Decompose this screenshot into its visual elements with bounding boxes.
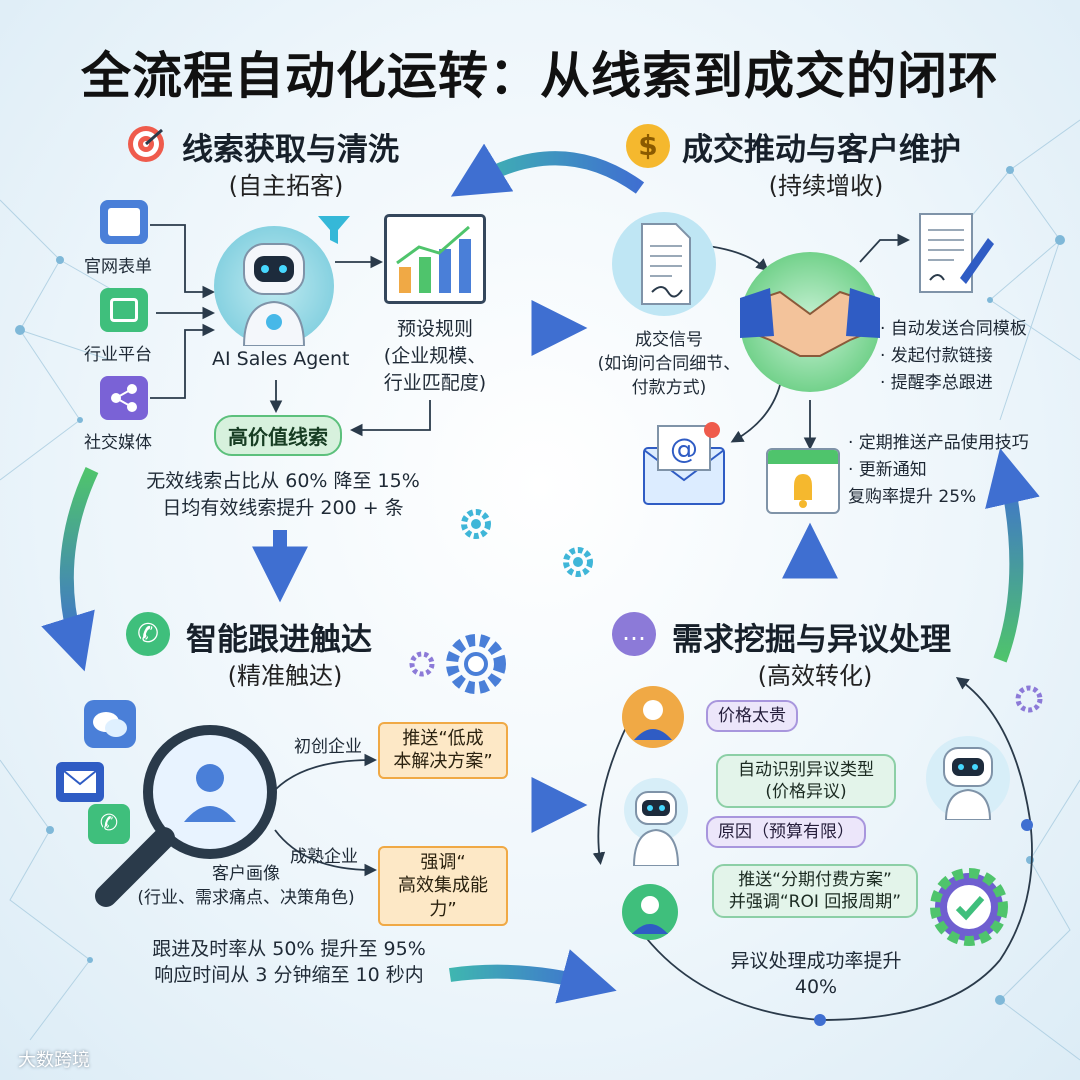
social-share-icon: [100, 376, 148, 420]
section1-title: 线索获取与清洗: [182, 132, 399, 168]
ai-agent-avatar: [214, 226, 334, 347]
section2-title: 成交推动与客户维护: [682, 132, 961, 168]
gear-icon: [461, 509, 491, 539]
profile-line: 客户画像: [212, 864, 280, 884]
section3-subtitle: (精准触达): [227, 662, 343, 690]
repurchase-stat: 复购率提升 25%: [848, 487, 977, 507]
wechat-icon: [84, 700, 136, 748]
solution-line: 并强调“ROI 回报周期”: [728, 892, 902, 913]
stat-line: 日均有效线索提升 200 + 条: [162, 497, 404, 519]
section1-subtitle: (自主拓客): [228, 172, 344, 200]
watermark: 大数跨境: [18, 1050, 90, 1071]
stat-line: 跟进及时率从 50% 提升至 95%: [152, 938, 426, 960]
action-line: 强调“: [420, 852, 466, 873]
target-icon: [128, 126, 164, 162]
svg-text:@: @: [670, 432, 698, 465]
maintenance-list: · 定期推送产品使用技巧 · 更新通知 复购率提升 25%: [848, 430, 1029, 511]
identify-objection-box: 自动识别异议类型 (价格异议): [716, 754, 896, 809]
top-return-arrow: [450, 143, 645, 197]
robot-icon: [242, 243, 306, 347]
section3-stats: 跟进及时率从 50% 提升至 95% 响应时间从 3 分钟缩至 10 秒内: [144, 936, 434, 988]
objection-bubble: 价格太贵: [706, 700, 798, 733]
gear-icon: [563, 547, 593, 577]
right-up-arrow-big: [985, 448, 1040, 663]
check-gear-icon: [930, 868, 1008, 946]
identify-line: (价格异议): [765, 782, 847, 803]
reason-bubble: 原因（预算有限）: [706, 816, 866, 849]
signal-line: 付款方式): [631, 378, 707, 398]
rules-chart-icon: [384, 214, 486, 304]
source-industry-platform: 行业平台: [84, 345, 152, 365]
action-line: 高效集成能力”: [398, 875, 488, 920]
chat-bubble-icon: …: [612, 612, 656, 656]
section3-title: 智能跟进触达: [186, 622, 372, 658]
calendar-bell-icon: [766, 448, 840, 514]
deal-action: · 发起付款链接: [880, 346, 993, 366]
magnifier-icon: [95, 725, 277, 907]
phone-icon: ✆: [126, 612, 170, 656]
signal-line: 成交信号: [635, 330, 703, 350]
deal-action: · 自动发送合同模板: [880, 319, 1027, 339]
maintenance-item: · 更新通知: [848, 460, 927, 480]
email-envelope-icon: @: [640, 420, 730, 510]
document-circle: [612, 212, 716, 316]
startup-action-box: 推送“低成 本解决方案”: [378, 722, 508, 779]
left-down-arrow: [41, 467, 99, 672]
gear-icon: [1015, 685, 1043, 713]
stat-line: 40%: [794, 976, 838, 998]
section4-title: 需求挖掘与异议处理: [672, 622, 951, 658]
handshake-icon: [740, 288, 880, 357]
mature-action-box: 强调“ 高效集成能力”: [378, 846, 508, 927]
robot-icon: [624, 778, 688, 867]
section1-stats: 无效线索占比从 60% 降至 15% 日均有效线索提升 200 + 条: [138, 468, 428, 522]
stat-line: 无效线索占比从 60% 降至 15%: [146, 470, 420, 492]
source-social-media: 社交媒体: [84, 433, 152, 453]
robot-agent-avatar: [620, 776, 692, 867]
industry-platform-icon: [100, 288, 148, 332]
robot-icon: [943, 747, 993, 821]
page-title: 全流程自动化运转：从线索到成交的闭环: [81, 47, 999, 105]
identify-line: 自动识别异议类型: [738, 760, 874, 780]
stat-line: 响应时间从 3 分钟缩至 10 秒内: [154, 964, 424, 986]
section2-subtitle: (持续增收): [768, 172, 884, 200]
solution-line: 推送“分期付费方案”: [738, 870, 892, 890]
high-value-lead-badge: 高价值线索: [214, 415, 342, 456]
solution-box: 推送“分期付费方案” 并强调“ROI 回报周期”: [712, 864, 918, 919]
mail-icon: [56, 762, 104, 802]
rules-line: 预设规则: [396, 318, 473, 340]
filter-funnel-icon: [318, 216, 350, 244]
gear-icon: [446, 634, 506, 694]
maintenance-item: · 定期推送产品使用技巧: [848, 433, 1029, 453]
handshake-circle: [740, 252, 880, 392]
signal-line: (如询问合同细节、: [597, 354, 741, 374]
robot-side-avatar: [926, 736, 1010, 821]
stat-line: 异议处理成功率提升: [730, 950, 902, 972]
rules-line: (企业规模、: [383, 345, 487, 367]
section4-stat: 异议处理成功率提升 40%: [716, 948, 916, 1000]
customer-avatar-2: [622, 884, 678, 940]
preset-rules: 预设规则 (企业规模、 行业匹配度): [370, 316, 500, 397]
deal-action: · 提醒李总跟进: [880, 373, 993, 393]
customer-profile: 客户画像 (行业、需求痛点、决策角色): [126, 862, 366, 910]
deal-signal: 成交信号 (如询问合同细节、 付款方式): [584, 328, 754, 400]
rules-line: 行业匹配度): [383, 372, 487, 394]
section4-subtitle: (高效转化): [757, 662, 873, 690]
action-line: 本解决方案”: [393, 751, 493, 773]
customer-avatar: [622, 686, 684, 748]
source-website-form: 官网表单: [84, 257, 152, 277]
bottom-right-arrow: [449, 949, 617, 1004]
profile-line: (行业、需求痛点、决策角色): [137, 888, 355, 908]
contract-pen-icon: [910, 208, 994, 300]
ai-sales-agent-label: AI Sales Agent: [212, 348, 350, 370]
branch-startup-label: 初创企业: [294, 737, 362, 757]
gear-icon: [409, 651, 435, 677]
web-form-icon: [100, 200, 148, 244]
document-icon: [641, 223, 691, 305]
branch-mature-label: 成熟企业: [290, 847, 358, 867]
deal-actions-list: · 自动发送合同模板 · 发起付款链接 · 提醒李总跟进: [880, 316, 1027, 397]
dollar-coin-icon: $: [626, 124, 670, 168]
action-line: 推送“低成: [402, 728, 484, 749]
phone-app-icon: ✆: [88, 804, 130, 844]
